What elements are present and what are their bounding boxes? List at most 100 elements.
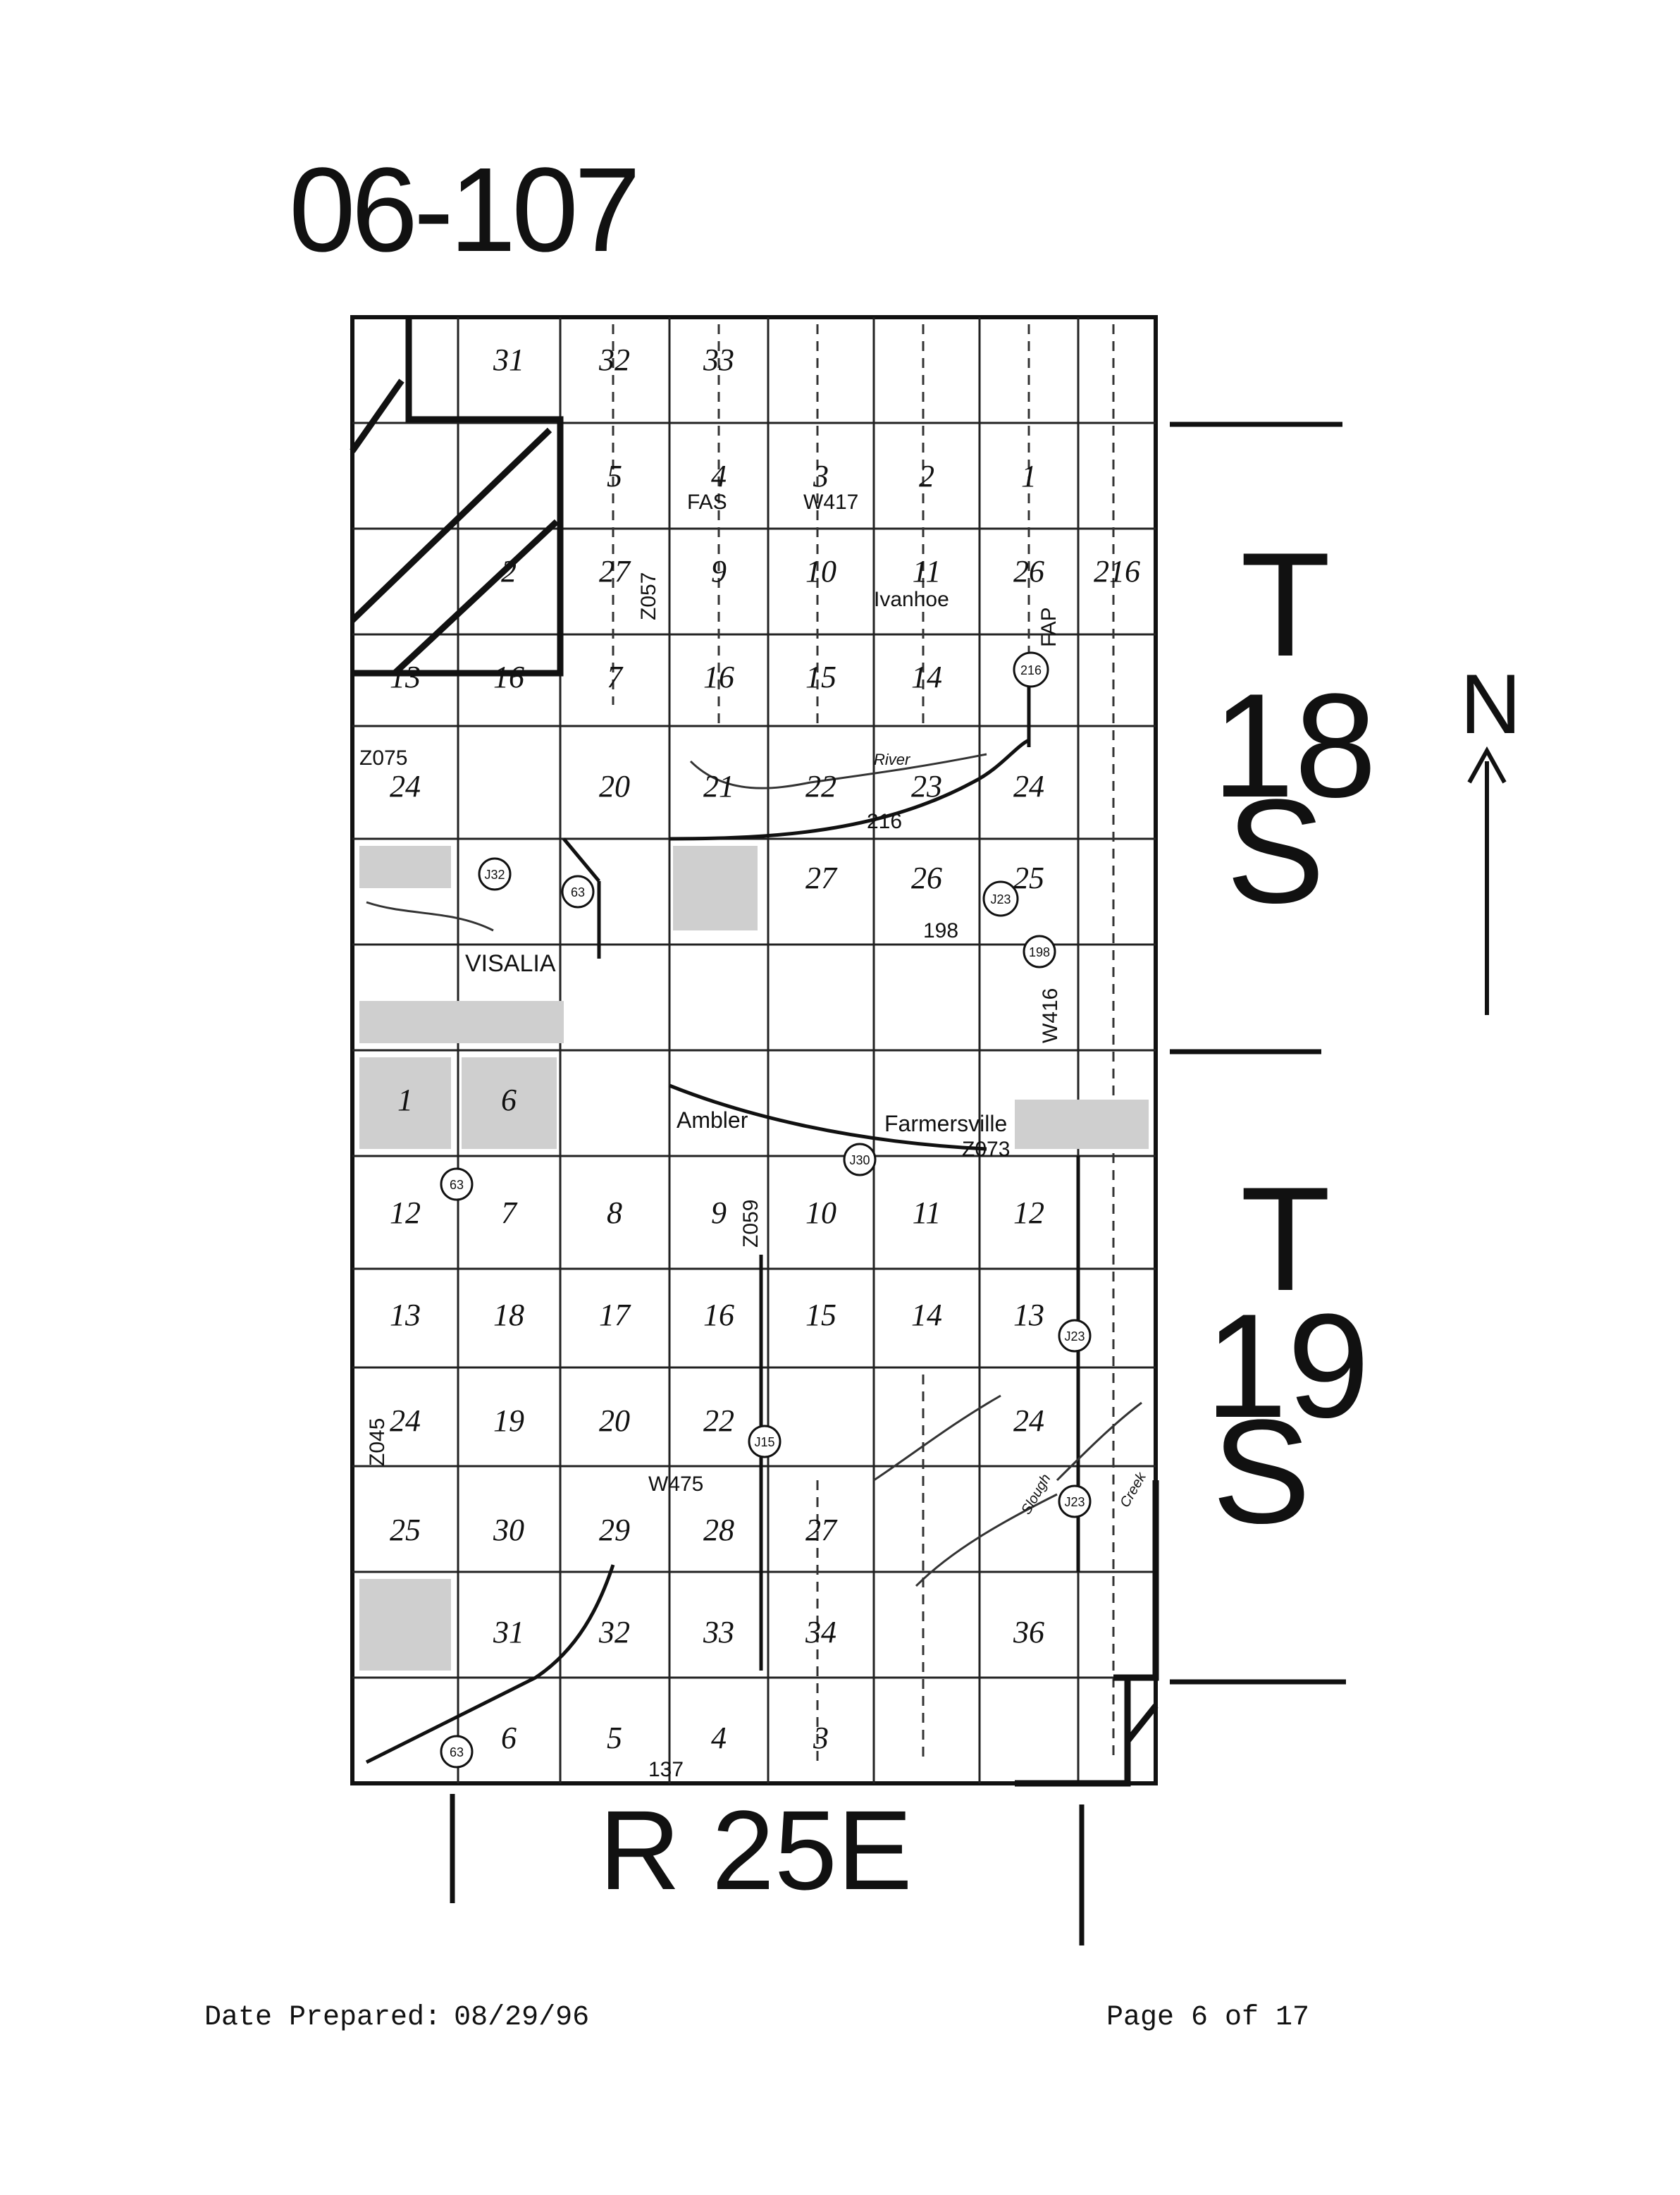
t19-section-number: 33: [703, 1615, 734, 1649]
t19-section-number: 29: [599, 1513, 630, 1547]
boundary-lines: [350, 317, 1159, 1787]
t19-section-number: 34: [805, 1615, 836, 1649]
route-label: W475: [648, 1472, 703, 1496]
route-label: 216: [867, 810, 902, 833]
place-label: Ivanhoe: [874, 588, 949, 611]
t18-section-number: 21: [703, 769, 734, 804]
t19-section-number: 10: [805, 1195, 836, 1230]
route-label: 137: [648, 1758, 684, 1781]
route-label: Z045: [366, 1418, 389, 1466]
t18-section-number: 7: [607, 660, 624, 694]
place-label: VISALIA: [465, 950, 556, 977]
route-label: 198: [923, 919, 958, 942]
t18-section-number: 24: [1013, 769, 1044, 804]
t18-section-number: 13: [390, 660, 421, 694]
t19-section-number: 17: [599, 1298, 631, 1332]
route-label: Z073: [962, 1138, 1010, 1161]
t19-section-number: 16: [703, 1298, 734, 1332]
t18-section-number: 4: [711, 459, 727, 493]
t18-section-number: 15: [805, 660, 836, 694]
t19-section-number: 1: [397, 1083, 413, 1117]
t18-section-number: 32: [598, 343, 630, 377]
t18-section-number: 2: [501, 554, 517, 589]
t18-section-number: 26: [911, 861, 942, 895]
t19-section-number: 4: [711, 1721, 727, 1755]
t18-section-number: 11: [913, 554, 941, 589]
shield-number: J23: [990, 892, 1011, 906]
t18-section-number: 5: [607, 459, 622, 493]
shield-number: 198: [1029, 945, 1050, 959]
t18-section-number: 20: [599, 769, 630, 804]
t19-section-number: 32: [598, 1615, 630, 1649]
shield-number: J15: [754, 1435, 774, 1449]
t19-section-number: 6: [501, 1083, 517, 1117]
date-prepared: Date Prepared: 08/29/96: [204, 2002, 602, 2034]
rivers: [366, 753, 1142, 1587]
route-shields: [440, 651, 1092, 1769]
t19-section-number: 36: [1013, 1615, 1044, 1649]
page-indicator: Page 6 of 17: [1106, 2002, 1310, 2034]
t19-section-number: 19: [493, 1403, 524, 1438]
urban-areas: [359, 846, 1149, 1671]
township-t18-dir: S: [1226, 768, 1325, 934]
place-label: Ambler: [677, 1107, 748, 1133]
t19-section-number: 13: [1013, 1298, 1044, 1332]
date-value: 08/29/96: [454, 2002, 590, 2034]
shield-number: J30: [849, 1153, 870, 1167]
t18-section-number: 14: [911, 660, 942, 694]
t18-section-number: 16: [493, 660, 524, 694]
t18-section-number: 27: [805, 861, 838, 895]
t18-section-number: 26: [1013, 554, 1044, 589]
t19-section-number: 24: [390, 1403, 421, 1438]
t18-section-number: 27: [599, 554, 631, 589]
t18-section-number: 1: [1021, 459, 1037, 493]
feature-label: Creek: [1117, 1469, 1149, 1510]
t18-section-number: 33: [703, 343, 734, 377]
date-label: Date Prepared:: [204, 2002, 442, 2034]
t19-section-number: 6: [501, 1721, 517, 1755]
t18-section-number: 24: [390, 769, 421, 804]
shield-number: J23: [1064, 1495, 1085, 1509]
t18-section-number: 23: [911, 769, 942, 804]
t19-section-number: 25: [390, 1513, 421, 1547]
t18-section-number: 9: [711, 554, 727, 589]
t19-section-number: 20: [599, 1403, 630, 1438]
township-t19-number: 19: [1205, 1283, 1370, 1449]
t18-section-number: 216: [1094, 554, 1140, 589]
shield-number: J32: [484, 868, 505, 882]
shield-number: J23: [1064, 1329, 1085, 1344]
t19-section-number: 28: [703, 1513, 734, 1547]
shield-number: 63: [450, 1178, 464, 1192]
township-t18-letter: T: [1240, 522, 1330, 687]
shield-number: 63: [571, 885, 585, 899]
township-ticks: [450, 422, 1346, 1945]
route-label: W416: [1039, 988, 1062, 1043]
feature-label: Slough: [1018, 1472, 1054, 1518]
t19-section-number: 18: [493, 1298, 524, 1332]
t19-section-number: 8: [607, 1195, 622, 1230]
t19-section-number: 24: [1013, 1403, 1044, 1438]
section-grid: [352, 317, 1156, 1783]
route-label: Z059: [739, 1200, 762, 1248]
route-label: Z075: [359, 746, 407, 770]
t19-section-number: 11: [913, 1195, 941, 1230]
t19-section-number: 30: [493, 1513, 524, 1547]
t18-section-number: 16: [703, 660, 734, 694]
minor-roads: [612, 324, 1115, 1762]
t18-section-number: 22: [805, 769, 836, 804]
t18-section-number: 2: [919, 459, 934, 493]
route-label: FAP: [1037, 607, 1061, 647]
township-t19-dir: S: [1212, 1389, 1311, 1554]
range-label: R 25E: [599, 1787, 913, 1913]
t19-section-number: 9: [711, 1195, 727, 1230]
t19-section-number: 15: [805, 1298, 836, 1332]
township-t18-number: 18: [1212, 663, 1377, 828]
t19-section-number: 7: [501, 1195, 518, 1230]
route-label: Z057: [637, 572, 660, 620]
t19-section-number: 27: [805, 1513, 838, 1547]
north-label: N: [1460, 657, 1521, 751]
township-t19-letter: T: [1240, 1156, 1330, 1322]
t18-section-number: 10: [805, 554, 836, 589]
